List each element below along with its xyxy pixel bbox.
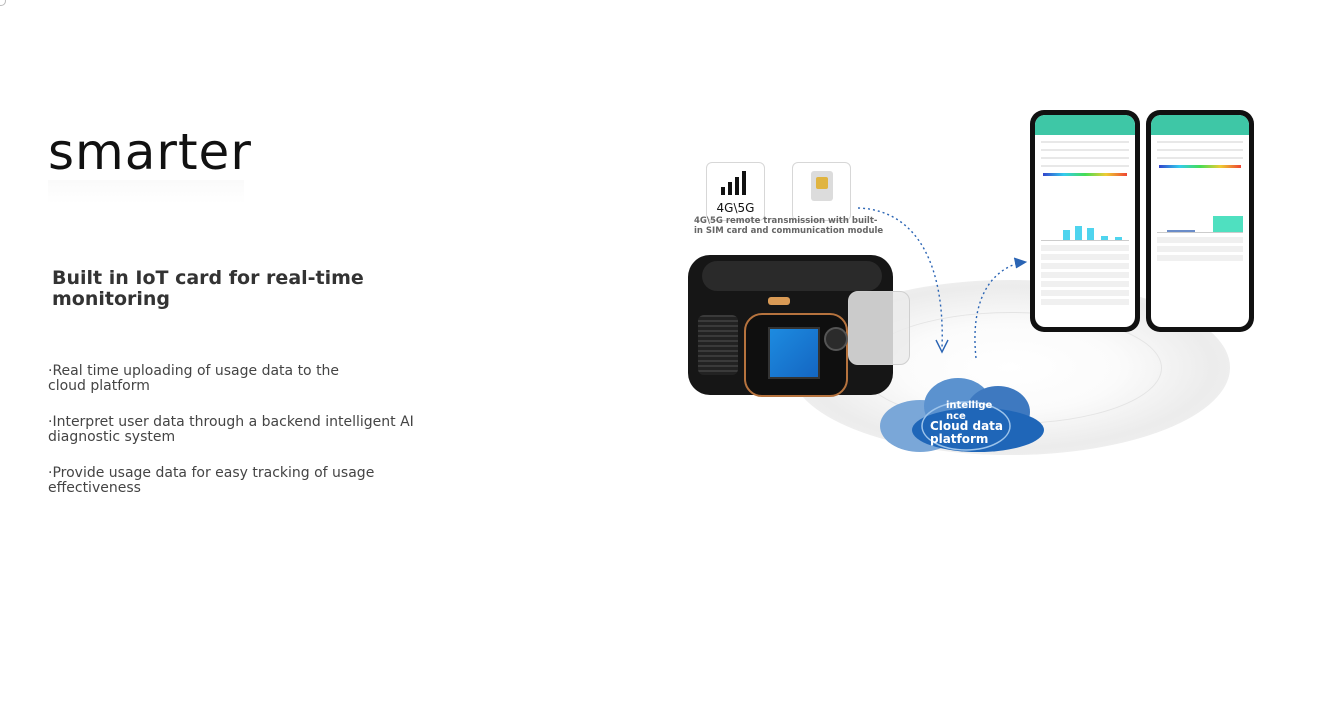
product-illustration: 4G\5G 4G\5G remote transmission with bui… bbox=[670, 100, 1270, 480]
smartphone-icon bbox=[1146, 110, 1254, 332]
dotted-arrow-icon bbox=[857, 207, 1028, 359]
cloud-icon bbox=[880, 378, 1044, 452]
cloud-platform: intellige nce Cloud data platform bbox=[878, 376, 1048, 454]
device-screen bbox=[768, 327, 820, 379]
water-tank bbox=[848, 291, 910, 365]
feature-bullet-cloud-upload: ·Real time uploading of usage data to th… bbox=[48, 363, 340, 394]
page-title: smarter bbox=[48, 123, 252, 181]
corner-circle-icon bbox=[0, 0, 6, 6]
transmission-caption: 4G\5G remote transmission with built-in … bbox=[694, 216, 884, 236]
cloud-label-intelligence: intellige nce bbox=[946, 400, 993, 422]
signal-bars-icon bbox=[721, 171, 749, 195]
title-shadow bbox=[48, 180, 244, 204]
cpap-device-image bbox=[688, 255, 910, 397]
section-subtitle: Built in IoT card for real-time monitori… bbox=[52, 267, 364, 310]
feature-bullet-usage-tracking: ·Provide usage data for easy tracking of… bbox=[48, 465, 375, 496]
feature-bullet-ai-diagnostic: ·Interpret user data through a backend i… bbox=[48, 414, 414, 445]
sim-card-icon bbox=[811, 171, 833, 201]
smartphone-icon bbox=[1030, 110, 1140, 332]
network-card-label: 4G\5G bbox=[716, 201, 755, 215]
device-knob bbox=[824, 327, 848, 351]
cloud-label-platform: Cloud data platform bbox=[930, 419, 1003, 446]
sim-card bbox=[792, 162, 851, 221]
network-card: 4G\5G bbox=[706, 162, 765, 221]
